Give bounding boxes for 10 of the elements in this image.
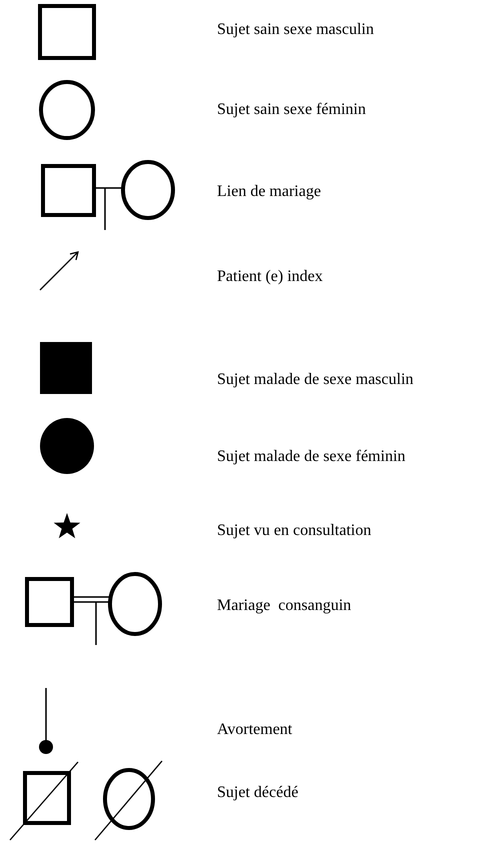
legend-label: Lien de mariage [217,182,321,202]
legend-label: Patient (e) index [217,267,323,287]
legend-label: Mariage consanguin [217,596,352,616]
legend-label: Sujet sain sexe féminin [217,100,366,120]
legend-label: Sujet malade de sexe féminin [217,447,406,467]
legend-label: Sujet malade de sexe masculin [217,370,414,390]
legend-label: Avortement [217,720,292,740]
legend-label: Sujet décédé [217,783,298,803]
legend-label: Sujet vu en consultation [217,521,372,541]
legend-label: Sujet sain sexe masculin [217,20,374,40]
